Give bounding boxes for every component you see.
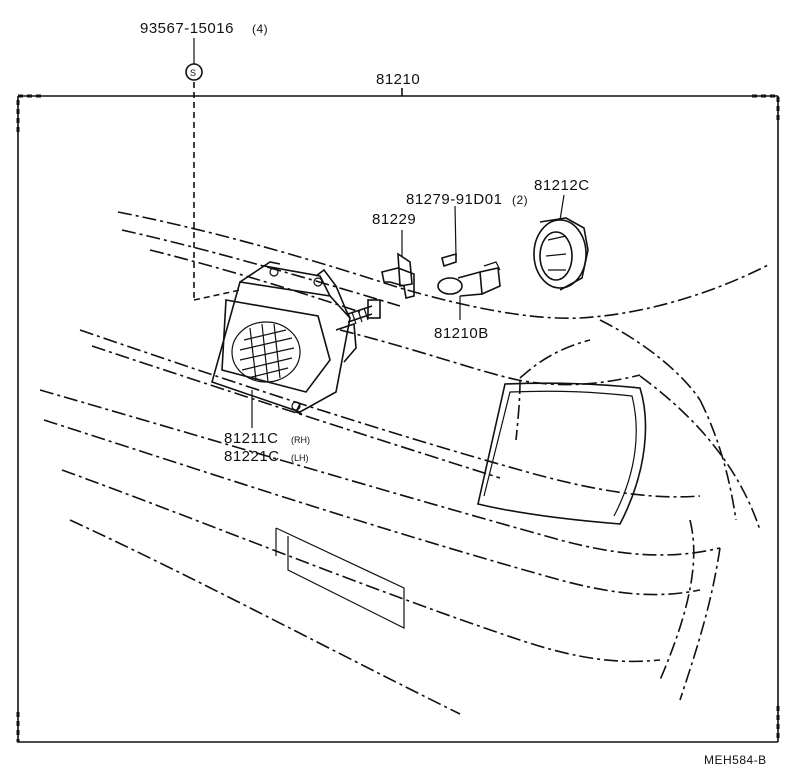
bolt-quantity: (4) <box>252 22 268 36</box>
s-marker-letter: S <box>190 68 196 78</box>
bracket-part-number: 81229 <box>372 211 416 228</box>
screw-part-number: 81279-91D01 <box>406 191 502 208</box>
s-marker-circle <box>185 63 203 81</box>
bulb-81210b <box>437 261 501 320</box>
unit-rh-side: (RH) <box>291 435 310 445</box>
assembly-part-number: 81210 <box>376 71 420 88</box>
socket-part-number: 81212C <box>534 177 590 194</box>
bolt-leader <box>185 38 241 301</box>
lens-grille <box>239 323 295 383</box>
fog-lamp-unit <box>211 261 357 415</box>
socket-81212c <box>533 194 589 291</box>
assembly-frame <box>16 88 780 743</box>
figure-code: MEH584-B <box>704 753 767 767</box>
unit-rh-part-number: 81211C <box>224 430 278 447</box>
bracket-81229 <box>381 230 415 299</box>
screw-81279 <box>441 205 457 268</box>
bolt-part-number: 93567-15016 <box>140 20 234 37</box>
unit-lh-part-number: 81221C <box>224 448 280 465</box>
unit-lh-side: (LH) <box>291 453 309 463</box>
screw-quantity: (2) <box>512 193 528 207</box>
bulb-part-number: 81210B <box>434 325 489 342</box>
aiming-screw <box>347 299 381 325</box>
